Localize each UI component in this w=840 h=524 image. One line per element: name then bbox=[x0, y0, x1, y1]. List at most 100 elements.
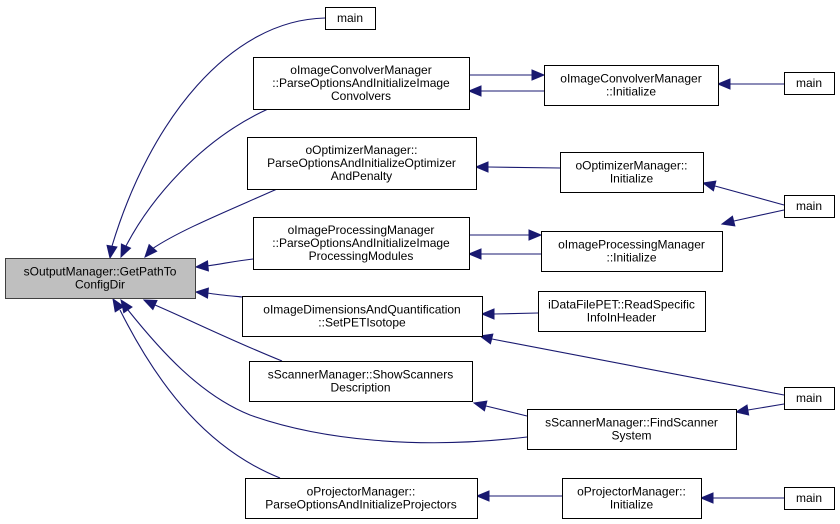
node-box bbox=[562, 478, 702, 519]
edge-line bbox=[487, 166, 561, 169]
node-label-line: main bbox=[796, 76, 822, 90]
node-label-line: sScannerManager::FindScanner bbox=[545, 416, 718, 430]
edge-line bbox=[154, 304, 283, 362]
node-label-line: Description bbox=[330, 381, 390, 395]
graph-node-convParse[interactable]: oImageConvolverManager::ParseOptionsAndI… bbox=[253, 57, 470, 110]
edge-line bbox=[714, 185, 785, 206]
arrowhead-icon bbox=[480, 308, 495, 320]
graph-node-procInit[interactable]: oImageProcessingManager::Initialize bbox=[541, 231, 723, 272]
edge-line bbox=[485, 405, 528, 417]
node-label-line: ConfigDir bbox=[75, 278, 125, 292]
edge-line bbox=[206, 292, 243, 298]
node-label-line: Initialize bbox=[610, 498, 654, 512]
node-label-line: ProcessingModules bbox=[309, 249, 414, 263]
node-box bbox=[5, 258, 196, 299]
edge-projInit-to-projParse bbox=[475, 490, 562, 502]
node-label-line: ::Initialize bbox=[606, 251, 656, 265]
edge-line bbox=[151, 188, 278, 250]
node-label-line: iDataFilePET::ReadSpecific bbox=[548, 298, 695, 312]
node-label-line: oProjectorManager:: bbox=[307, 485, 416, 499]
node-label-line: ParseOptionsAndInitializeOptimizer bbox=[267, 156, 456, 170]
edge-scanFind-to-scanShow bbox=[472, 400, 528, 417]
node-box bbox=[253, 217, 470, 270]
arrowhead-icon bbox=[144, 243, 158, 258]
node-label-line: ::ParseOptionsAndInitializeImage bbox=[272, 236, 450, 250]
arrowhead-icon bbox=[142, 299, 158, 311]
node-box bbox=[784, 195, 835, 218]
node-label-line: oImageDimensionsAndQuantification bbox=[263, 303, 460, 317]
node-box bbox=[541, 231, 723, 272]
graph-node-optInit[interactable]: oOptimizerManager::Initialize bbox=[560, 152, 704, 193]
arrowhead-icon bbox=[699, 492, 714, 504]
edge-dataRead-to-dimIso bbox=[480, 308, 539, 320]
node-label-line: ::SetPETIsotope bbox=[318, 316, 406, 330]
graph-node-main3[interactable]: main bbox=[784, 195, 835, 218]
graph-node-main1[interactable]: main bbox=[325, 7, 376, 30]
edge-procParse-to-focus bbox=[194, 258, 254, 272]
edge-line bbox=[127, 309, 528, 444]
arrowhead-icon bbox=[531, 69, 546, 81]
edge-main2-to-convInit bbox=[716, 78, 784, 90]
arrowhead-icon bbox=[720, 215, 736, 227]
edge-optInit-to-optParse bbox=[474, 161, 561, 173]
node-label-line: main bbox=[796, 391, 822, 405]
node-label-line: AndPenalty bbox=[331, 169, 392, 183]
edge-procParse-to-procInit bbox=[469, 229, 543, 241]
node-box bbox=[325, 7, 376, 30]
arrowhead-icon bbox=[701, 180, 717, 192]
node-box bbox=[527, 409, 737, 450]
edge-line bbox=[747, 403, 785, 411]
node-label-line: Initialize bbox=[610, 172, 654, 186]
arrowhead-icon bbox=[472, 400, 488, 412]
arrowhead-icon bbox=[112, 297, 125, 313]
node-box bbox=[245, 478, 478, 519]
node-box bbox=[247, 137, 477, 190]
edge-main5-to-projInit bbox=[699, 492, 784, 504]
node-label-line: oProjectorManager:: bbox=[577, 485, 686, 499]
node-label-line: oImageProcessingManager bbox=[288, 223, 435, 237]
edge-convParse-to-focus bbox=[120, 108, 269, 259]
edge-scanShow-to-focus bbox=[142, 299, 283, 362]
graph-node-optParse[interactable]: oOptimizerManager::ParseOptionsAndInitia… bbox=[247, 137, 477, 190]
edge-procInit-to-procParse bbox=[467, 248, 541, 260]
node-box bbox=[253, 57, 470, 110]
node-label-line: main bbox=[796, 491, 822, 505]
edge-main4-to-dimIso bbox=[478, 333, 785, 396]
node-label-line: ::ParseOptionsAndInitializeImage bbox=[272, 76, 450, 90]
node-label-line: main bbox=[337, 11, 363, 25]
nodes-layer: sOutputManager::GetPathToConfigDirmainoI… bbox=[5, 7, 835, 519]
arrowhead-icon bbox=[475, 490, 490, 502]
node-box bbox=[560, 152, 704, 193]
node-box bbox=[538, 291, 706, 332]
graph-node-projInit[interactable]: oProjectorManager::Initialize bbox=[562, 478, 702, 519]
graph-node-main2[interactable]: main bbox=[784, 72, 835, 95]
graph-node-procParse[interactable]: oImageProcessingManager::ParseOptionsAnd… bbox=[253, 217, 470, 270]
node-box bbox=[544, 65, 719, 106]
edge-line bbox=[111, 17, 326, 247]
arrowhead-icon bbox=[478, 333, 494, 345]
arrowhead-icon bbox=[106, 244, 118, 260]
arrowhead-icon bbox=[194, 287, 209, 299]
node-label-line: sOutputManager::GetPathTo bbox=[24, 265, 177, 279]
node-label-line: ::Initialize bbox=[606, 85, 656, 99]
edge-convInit-to-convParse bbox=[467, 85, 544, 97]
graph-node-convInit[interactable]: oImageConvolverManager::Initialize bbox=[544, 65, 719, 106]
node-label-line: main bbox=[796, 199, 822, 213]
arrowhead-icon bbox=[194, 260, 209, 272]
graph-node-projParse[interactable]: oProjectorManager::ParseOptionsAndInitia… bbox=[245, 478, 478, 519]
edges-layer bbox=[106, 17, 785, 504]
graph-node-main4[interactable]: main bbox=[784, 387, 835, 410]
edge-line bbox=[119, 309, 281, 479]
graph-node-dimIso[interactable]: oImageDimensionsAndQuantification::SetPE… bbox=[242, 296, 483, 337]
edge-dimIso-to-focus bbox=[194, 287, 243, 299]
arrowhead-icon bbox=[474, 161, 489, 173]
graph-node-main5[interactable]: main bbox=[784, 487, 835, 510]
node-label-line: oOptimizerManager:: bbox=[575, 159, 687, 173]
node-label-line: sScannerManager::ShowScanners bbox=[268, 368, 453, 382]
arrowhead-icon bbox=[467, 85, 482, 97]
edge-optParse-to-focus bbox=[144, 188, 278, 258]
